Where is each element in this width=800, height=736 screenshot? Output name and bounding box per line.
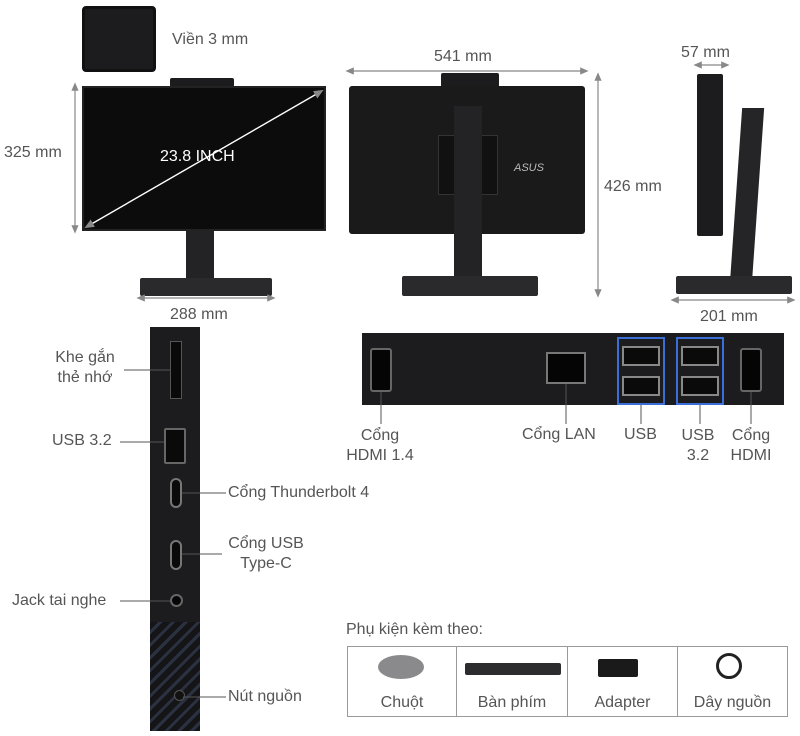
back-stand-neck (454, 106, 482, 282)
side-panel-bottom-texture (150, 622, 200, 731)
thunderbolt-port (170, 478, 182, 508)
depth-base-label: 201 mm (700, 308, 758, 325)
usb-c-label: Cổng USB Type-C (224, 534, 308, 574)
usb32-group-box (676, 337, 724, 405)
memory-card-label-l2: thẻ nhớ (57, 369, 113, 386)
mouse-icon (378, 655, 424, 679)
power-button[interactable] (174, 690, 185, 701)
memory-card-label-l1: Khe gắn (55, 349, 115, 366)
headphone-jack (170, 594, 183, 607)
hdmi14-label-l2: HDMI 1.4 (346, 447, 414, 464)
front-stand-neck (186, 231, 214, 281)
height-back-label: 426 mm (604, 178, 662, 195)
accessory-adapter: Adapter (567, 646, 678, 717)
usb-port-1 (622, 346, 660, 366)
thunderbolt-label: Cổng Thunderbolt 4 (228, 484, 370, 501)
height-front-label: 325 mm (4, 144, 62, 161)
diagonal-arrow (84, 89, 324, 229)
usb32-label-l1: USB (681, 427, 715, 444)
side-monitor (697, 74, 723, 236)
bezel-closeup (82, 6, 156, 72)
width-back-label: 541 mm (434, 48, 492, 65)
accessory-power-cord: Dây nguồn (677, 646, 788, 717)
hdmi14-port (370, 348, 392, 392)
webcam (170, 78, 234, 87)
usb-port-2 (622, 376, 660, 396)
lan-port (546, 352, 586, 384)
usb-label: USB (624, 426, 657, 443)
accessory-mouse: Chuột (347, 646, 457, 717)
hdmi-label-l2: HDMI (730, 447, 772, 464)
adapter-icon (598, 659, 638, 677)
headphone-label: Jack tai nghe (12, 592, 107, 609)
usb-c-label-l2: Type-C (240, 555, 292, 572)
power-button-label: Nút nguồn (228, 688, 302, 705)
bezel-label: Viền 3 mm (172, 31, 249, 48)
accessory-mouse-label: Chuột (380, 694, 424, 711)
side-usb-port (164, 428, 186, 464)
back-stand-base (402, 276, 538, 296)
front-stand-base (140, 278, 272, 296)
brand-logo: ASUS (514, 162, 544, 174)
back-webcam (441, 73, 499, 87)
usb-group-box (617, 337, 665, 405)
memory-card-label: Khe gắn thẻ nhớ (46, 348, 124, 388)
accessory-keyboard: Bàn phím (456, 646, 568, 717)
power-cord-icon (716, 653, 742, 679)
hdmi14-label-l1: Cổng (360, 427, 400, 444)
hdmi-port (740, 348, 762, 392)
hdmi-label-l1: Cổng (731, 427, 771, 444)
side-stand-base (676, 276, 792, 294)
width-stand-label: 288 mm (170, 306, 228, 323)
accessory-power-cord-label: Dây nguồn (693, 694, 772, 711)
usb-c-label-l1: Cổng USB (228, 535, 304, 552)
usb32-label: USB 3.2 (678, 426, 718, 466)
lan-label: Cổng LAN (522, 426, 596, 443)
usb32-label-l2: 3.2 (686, 447, 710, 464)
usb32-port-1 (681, 346, 719, 366)
accessories-title: Phụ kiện kèm theo: (346, 621, 483, 638)
depth-top-label: 57 mm (681, 44, 730, 61)
accessory-keyboard-label: Bàn phím (477, 694, 547, 711)
keyboard-icon (465, 663, 561, 675)
memory-card-slot (170, 341, 182, 399)
side-usb-label: USB 3.2 (52, 432, 112, 449)
usb-c-port (170, 540, 182, 570)
accessory-adapter-label: Adapter (594, 694, 651, 711)
usb32-port-2 (681, 376, 719, 396)
